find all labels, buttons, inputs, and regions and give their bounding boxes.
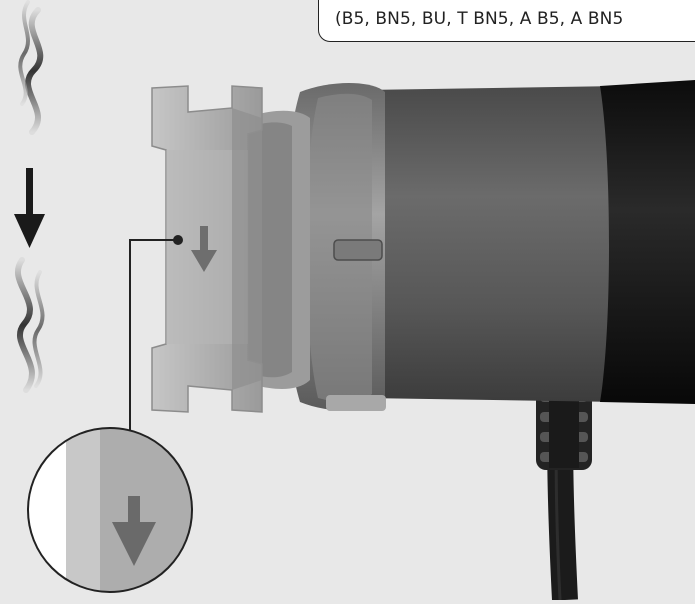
wavy-line-icon [15, 257, 35, 393]
motor-end-cap [600, 80, 695, 404]
motor-housing [353, 80, 695, 404]
model-list-text: (B5, BN5, BU, T BN5, A B5, A BN5 [335, 9, 624, 29]
wavy-line-icon [25, 7, 44, 135]
zoom-detail [27, 427, 193, 593]
power-cable [536, 380, 592, 601]
wavy-line-icon [32, 270, 45, 388]
flow-direction-arrow-icon [112, 496, 156, 566]
flow-direction-arrow-icon [191, 226, 217, 272]
callout-leader [129, 235, 183, 430]
pump-body [151, 85, 263, 413]
wavy-line-icon [18, 0, 30, 106]
arrow-down-icon [14, 168, 45, 248]
model-callout-box: (B5, BN5, BU, T BN5, A B5, A BN5 [318, 0, 695, 42]
flow-indicator [14, 0, 45, 393]
